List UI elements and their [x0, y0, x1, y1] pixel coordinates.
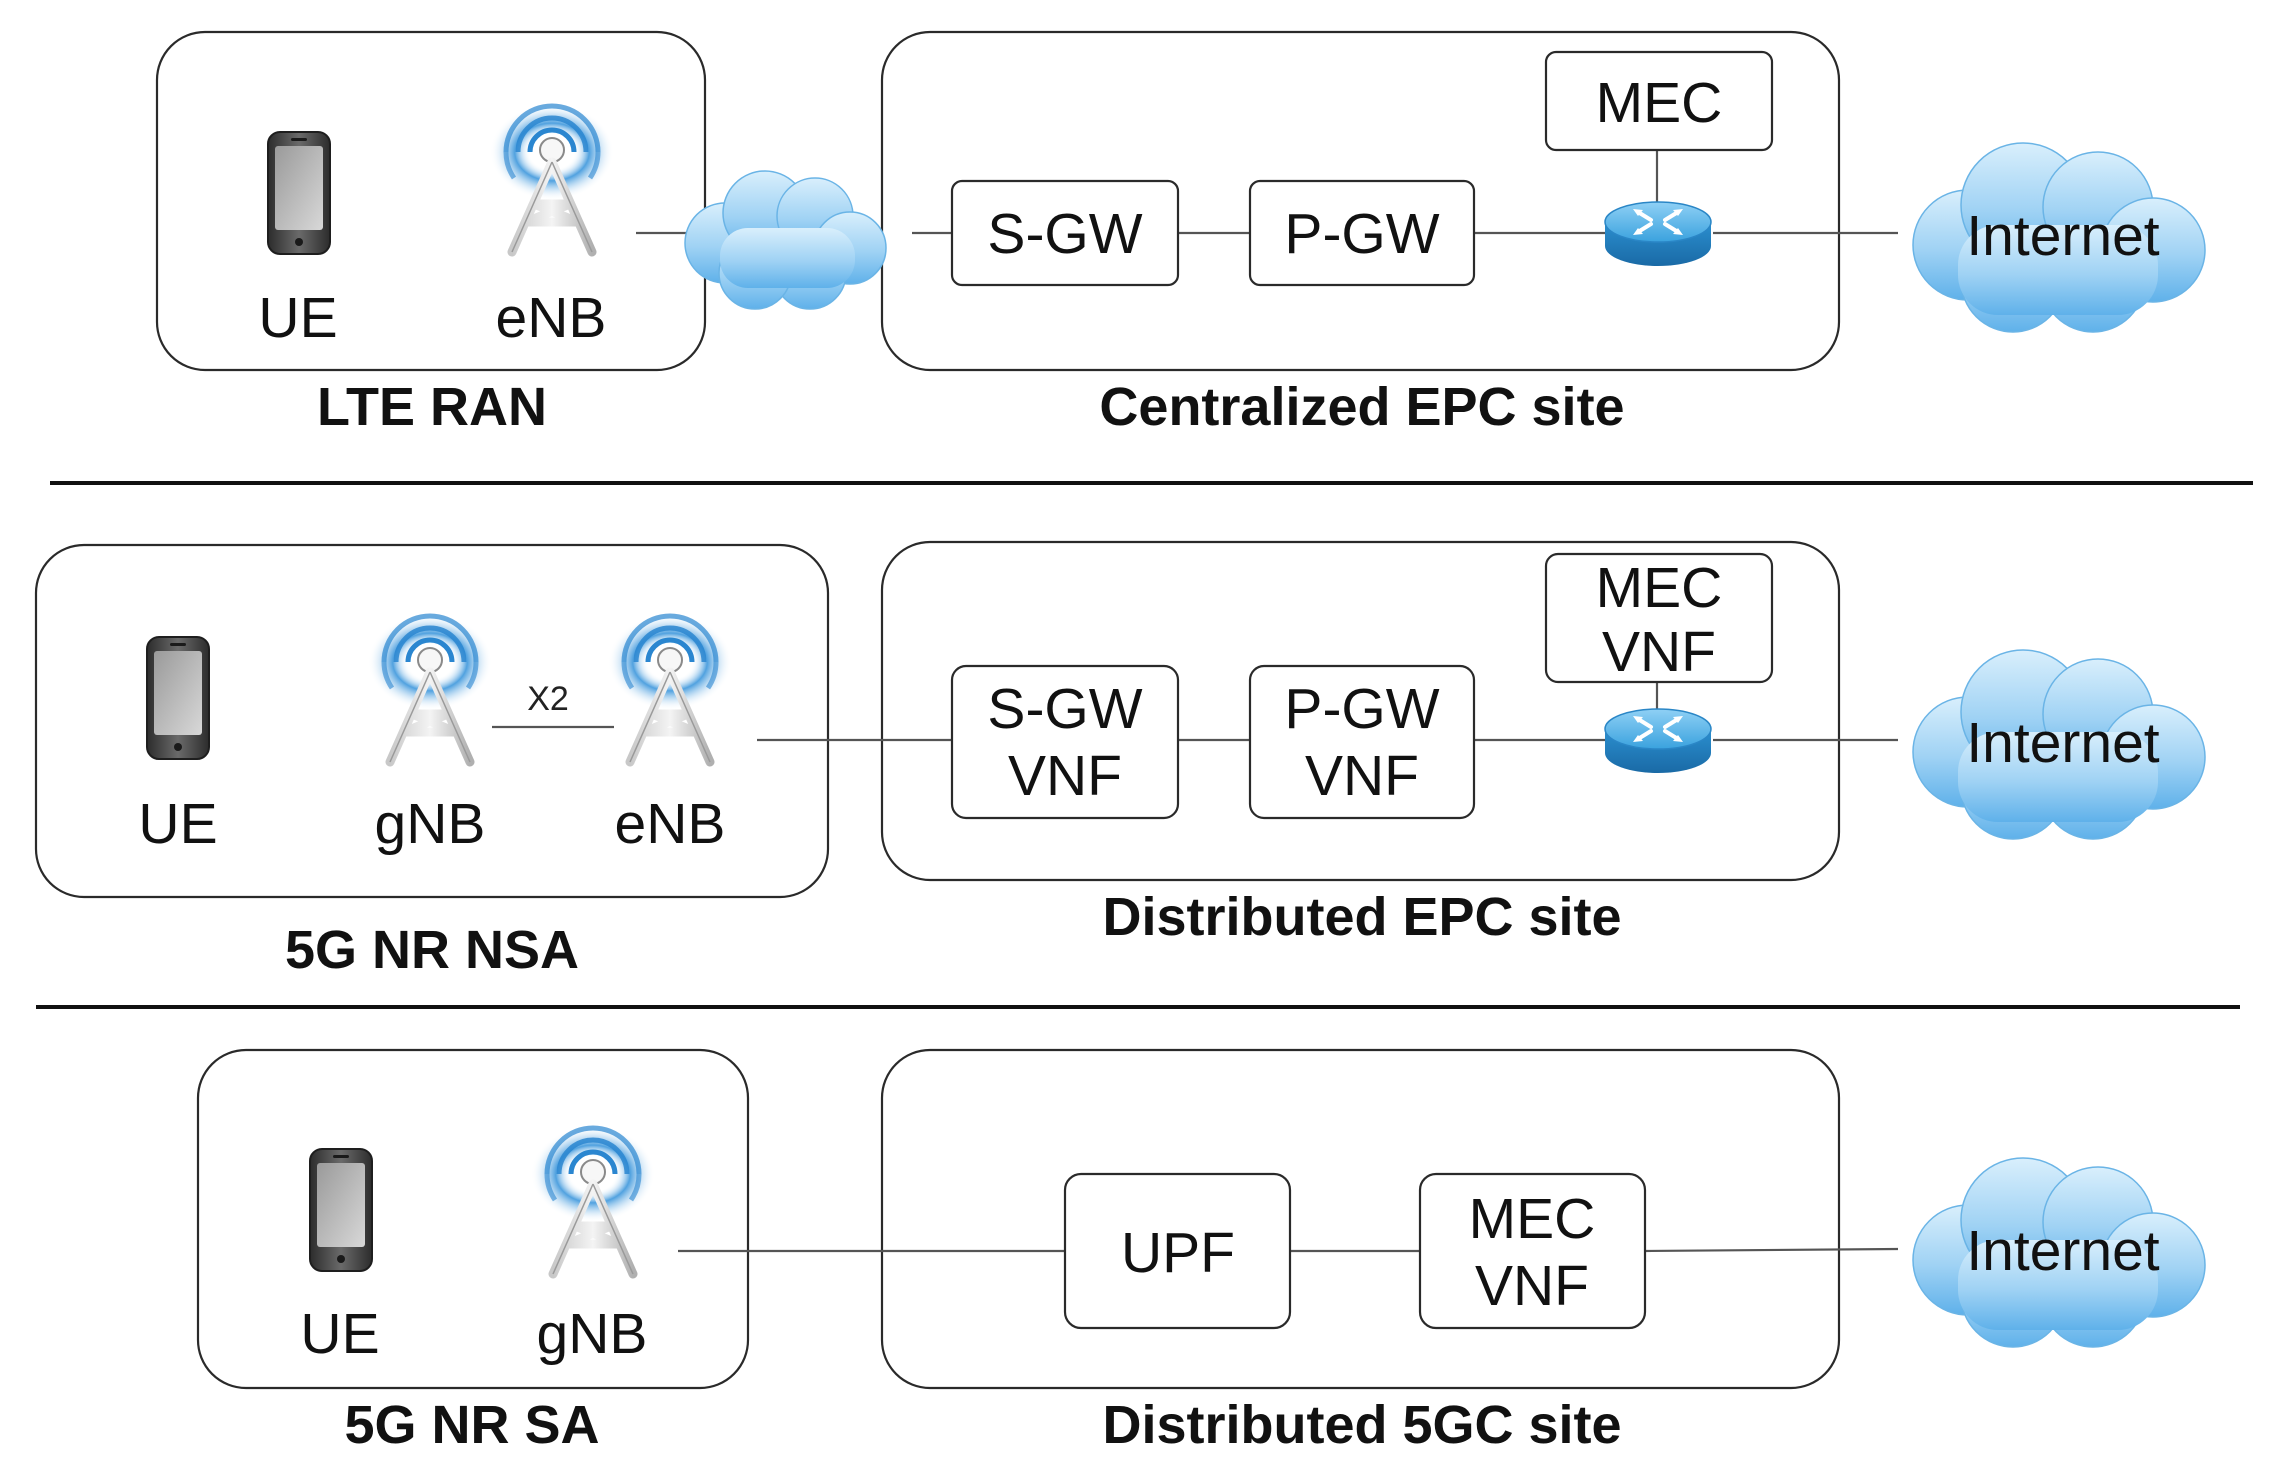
- sgw-vnf-label: VNF: [1008, 744, 1122, 808]
- ue-label: UE: [300, 1302, 379, 1366]
- gnb-label: gNB: [537, 1302, 648, 1366]
- internet-label: Internet: [1966, 204, 2159, 268]
- mec-vnf-box: [1544, 552, 1774, 684]
- internet-label: Internet: [1966, 711, 2159, 775]
- pgw-box: [1248, 179, 1476, 287]
- ran-box: [34, 543, 830, 899]
- cell-tower-icon: [490, 104, 614, 252]
- x2-label: X2: [527, 680, 569, 718]
- cell-tower-icon: [608, 614, 732, 762]
- sgw-label: S-GW: [987, 202, 1142, 266]
- cloud-icon: [684, 170, 887, 310]
- ran-title: 5G NR SA: [344, 1395, 599, 1455]
- upf-box: [1063, 1172, 1292, 1330]
- row-lte: UE eNB S-GW P-GW MEC Internet LTE RAN Ce…: [155, 30, 2206, 437]
- row-sa: UE gNB UPF MEC VNF Internet 5G NR SA Dis…: [196, 1048, 2206, 1455]
- mec-vnf-label: VNF: [1475, 1254, 1589, 1318]
- phone-icon: [309, 1148, 373, 1272]
- row-nsa: X2 UE gNB eNB S-GW VNF P-GW VNF MEC VNF …: [34, 540, 2206, 980]
- router-icon: [1603, 200, 1713, 268]
- mec-vnf-label: VNF: [1602, 620, 1716, 684]
- pgw-vnf-label: VNF: [1305, 744, 1419, 808]
- core-title: Distributed EPC site: [1102, 887, 1621, 947]
- phone-icon: [146, 636, 210, 760]
- link: [1644, 1247, 1899, 1253]
- sgw-vnf-box: [950, 664, 1180, 820]
- enb-label: eNB: [615, 792, 726, 856]
- ran-box: [155, 30, 707, 372]
- mec-vnf-box: [1418, 1172, 1647, 1330]
- upf-label: UPF: [1121, 1221, 1235, 1285]
- router-icon: [1603, 707, 1713, 775]
- ran-box: [196, 1048, 750, 1390]
- mec-box: [1544, 50, 1774, 152]
- core-box: [880, 540, 1841, 882]
- core-title: Distributed 5GC site: [1102, 1395, 1621, 1455]
- pgw-vnf-label: P-GW: [1284, 677, 1439, 741]
- sgw-vnf-label: S-GW: [987, 677, 1142, 741]
- cell-tower-icon: [368, 614, 492, 762]
- internet-label: Internet: [1966, 1219, 2159, 1283]
- ue-label: UE: [258, 286, 337, 350]
- ran-title: 5G NR NSA: [285, 920, 579, 980]
- core-box: [880, 1048, 1841, 1390]
- pgw-vnf-box: [1248, 664, 1476, 820]
- sgw-box: [950, 179, 1180, 287]
- ue-label: UE: [138, 792, 217, 856]
- core-title: Centralized EPC site: [1099, 377, 1624, 437]
- phone-icon: [267, 131, 331, 255]
- pgw-label: P-GW: [1284, 202, 1439, 266]
- ran-title: LTE RAN: [317, 377, 547, 437]
- core-box: [880, 30, 1841, 372]
- mec-vnf-label: MEC: [1469, 1187, 1596, 1251]
- mec-label: MEC: [1596, 71, 1723, 135]
- mec-vnf-label: MEC: [1596, 556, 1723, 620]
- enb-label: eNB: [496, 286, 607, 350]
- gnb-label: gNB: [375, 792, 486, 856]
- cell-tower-icon: [531, 1126, 655, 1274]
